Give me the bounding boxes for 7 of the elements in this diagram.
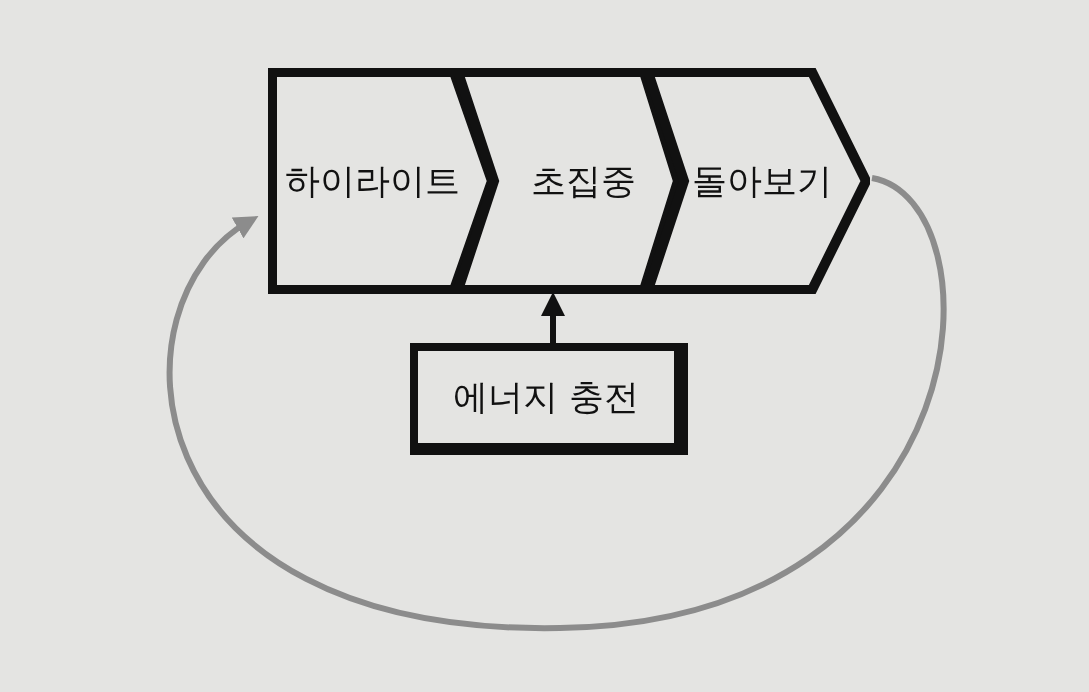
step-label: 하이라이트	[284, 159, 460, 203]
arrow	[541, 292, 565, 343]
cycle-arrow	[167, 175, 946, 631]
step-label: 에너지 충전	[452, 375, 640, 419]
step-label: 초집중	[530, 159, 636, 203]
label-box	[410, 343, 688, 455]
step-label: 돌아보기	[692, 159, 832, 203]
